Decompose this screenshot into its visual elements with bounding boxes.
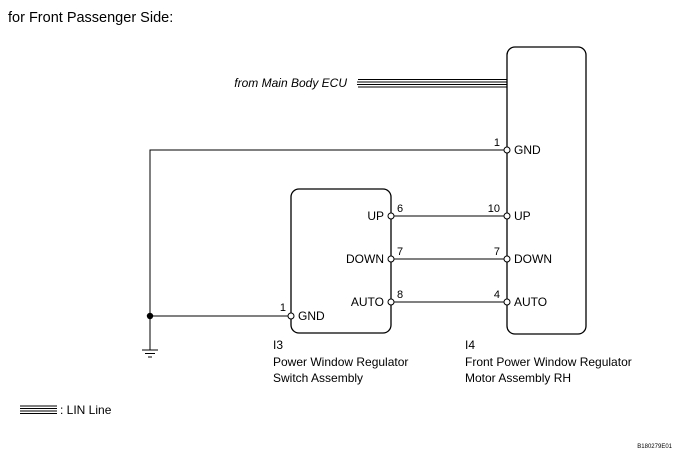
switch-assembly-name-line1: Power Window Regulator — [273, 355, 408, 369]
motor-gnd-wire — [149, 149, 505, 350]
terminal-name: UP — [514, 209, 531, 223]
terminal-name: GND — [298, 309, 325, 323]
switch-terminal-up: 6 UP — [367, 203, 403, 223]
legend-label: : LIN Line — [60, 403, 112, 417]
switch-terminal-gnd: 1 GND — [280, 302, 325, 323]
pin-number: 7 — [397, 246, 403, 258]
pin-number: 4 — [494, 289, 500, 301]
terminal-name: GND — [514, 143, 541, 157]
source-label: from Main Body ECU — [234, 76, 347, 90]
terminal-name: UP — [367, 209, 384, 223]
ground-icon — [142, 349, 158, 358]
switch-assembly-caption: I3 Power Window Regulator Switch Assembl… — [273, 338, 408, 385]
switch-terminal-down: 7 DOWN — [346, 246, 403, 266]
ground-junction — [146, 312, 154, 320]
motor-assembly-name-line2: Motor Assembly RH — [465, 371, 571, 385]
motor-terminal-up: 10 UP — [488, 203, 531, 223]
terminal-name: AUTO — [351, 295, 384, 309]
motor-assembly-code: I4 — [465, 338, 475, 352]
motor-terminal-gnd: 1 GND — [494, 137, 541, 157]
terminal-name: DOWN — [514, 252, 552, 266]
pin-number: 1 — [280, 302, 286, 314]
terminal-name: AUTO — [514, 295, 547, 309]
switch-assembly-code: I3 — [273, 338, 283, 352]
motor-assembly-box — [506, 46, 587, 335]
pin-number: 7 — [494, 246, 500, 258]
pin-number: 8 — [397, 289, 403, 301]
motor-terminal-auto: 4 AUTO — [494, 289, 547, 309]
switch-assembly-name-line2: Switch Assembly — [273, 371, 363, 385]
figure-code: B180279E01 — [637, 444, 672, 450]
motor-assembly-caption: I4 Front Power Window Regulator Motor As… — [465, 338, 632, 385]
pin-number: 6 — [397, 203, 403, 215]
switch-terminal-auto: 8 AUTO — [351, 289, 403, 309]
diagram-title: for Front Passenger Side: — [8, 10, 173, 26]
lin-line-bundle — [357, 79, 507, 88]
motor-terminal-down: 7 DOWN — [494, 246, 552, 266]
motor-assembly-name-line1: Front Power Window Regulator — [465, 355, 632, 369]
terminal-name: DOWN — [346, 252, 384, 266]
legend: : LIN Line — [20, 403, 112, 417]
lin-line-legend-swatch — [20, 405, 57, 414]
pin-number: 10 — [488, 203, 500, 215]
pin-number: 1 — [494, 137, 500, 149]
